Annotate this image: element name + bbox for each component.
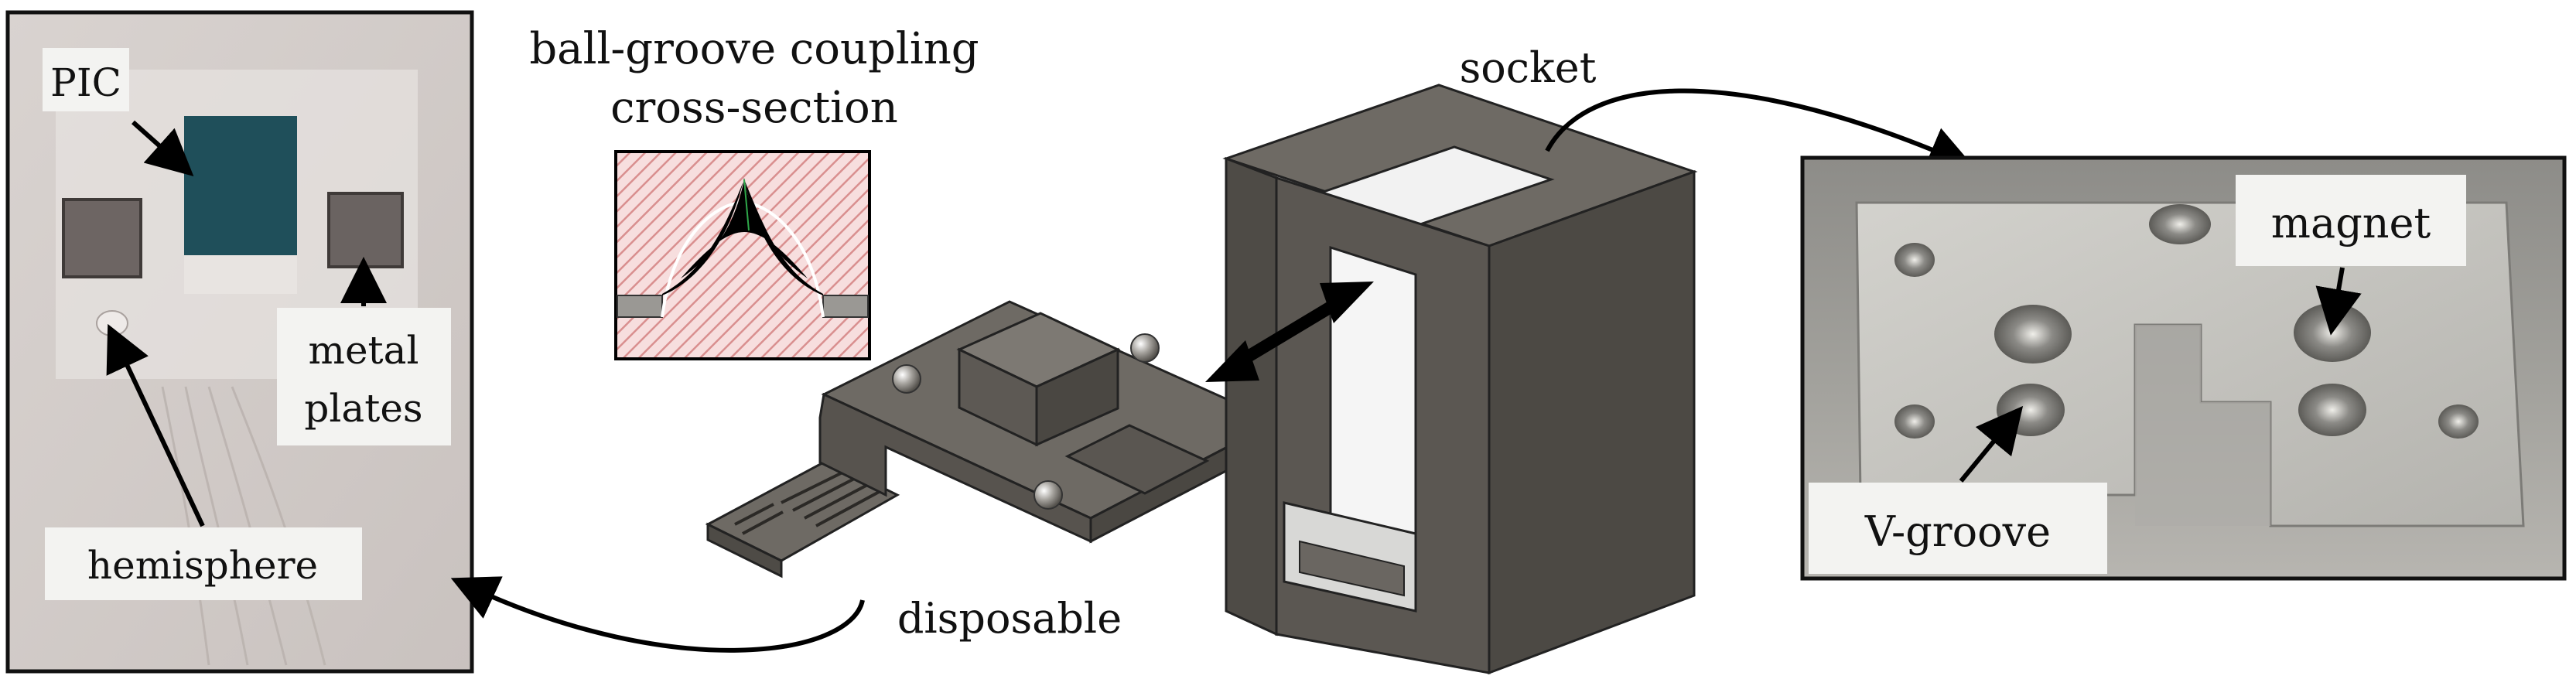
socket-label: socket <box>1460 43 1597 92</box>
hole-1 <box>1894 243 1935 277</box>
right-photo-panel: magnet V-groove <box>1800 155 2567 581</box>
v-groove-label-box <box>1809 483 2107 574</box>
hemisphere-dot <box>96 310 128 336</box>
tongue-engraving <box>734 469 883 535</box>
plate-recess <box>1064 424 1210 495</box>
disposable-label: disposable <box>897 594 1122 643</box>
pic-label-box <box>43 48 129 111</box>
v-groove-arrow <box>1959 405 2024 483</box>
magnet-label: magnet <box>2271 199 2431 247</box>
metal-plates-label-line1: metal <box>309 328 419 373</box>
magnet-left <box>1994 305 2072 363</box>
hemisphere-arrow <box>106 323 205 527</box>
ball-2 <box>1130 333 1160 363</box>
metal-slot <box>2135 325 2270 526</box>
disposable-to-photo-arrow <box>450 576 865 653</box>
v-groove-cone-outline <box>662 178 823 295</box>
ball-1 <box>892 364 921 394</box>
metal-plate-left <box>62 198 142 278</box>
metal-plates-label-line2: plates <box>304 386 422 431</box>
inset-title-line2: cross-section <box>610 83 898 133</box>
pic-label: PIC <box>50 60 121 105</box>
v-groove-top <box>2149 204 2211 244</box>
magnet-arrow <box>2315 267 2362 336</box>
v-groove-cone <box>681 179 808 278</box>
cone-centerline <box>743 179 750 231</box>
left-photo-panel: PIC metal plates hemisphere <box>5 10 474 674</box>
hole-2 <box>1894 404 1935 439</box>
socket-left-wall <box>1225 156 1278 637</box>
magnet-right <box>2294 303 2371 362</box>
pic-arrow <box>132 120 194 176</box>
metal-plate-right <box>327 192 404 268</box>
pic-chip-base <box>184 255 297 294</box>
socket-part: socket <box>1222 43 1698 675</box>
block-right <box>1035 347 1119 447</box>
socket-lower-rails <box>1299 540 1405 597</box>
cross-section-inset: ball-groove coupling cross-section <box>529 24 979 360</box>
pic-chip <box>184 116 297 255</box>
hole-3 <box>2438 404 2479 439</box>
socket-right-face <box>1488 169 1696 675</box>
magnet-label-box <box>2236 175 2466 266</box>
plate-front-side <box>818 392 1092 544</box>
metal-plates-label-box <box>277 308 451 445</box>
hemisphere-label: hemisphere <box>87 543 318 588</box>
hemisphere-label-box <box>45 527 362 600</box>
waveguide-traces <box>161 386 326 666</box>
socket-to-photo-arrow <box>1545 88 1975 171</box>
insertion-arrow <box>1205 282 1374 382</box>
groove-plate-left <box>617 295 663 318</box>
v-groove-label: V-groove <box>1864 507 2051 556</box>
inset-title-line1: ball-groove coupling <box>529 24 979 74</box>
v-groove-right <box>2298 384 2366 436</box>
tongue-side <box>706 522 783 578</box>
ball-3 <box>1033 480 1063 510</box>
groove-plate-right <box>822 295 869 318</box>
